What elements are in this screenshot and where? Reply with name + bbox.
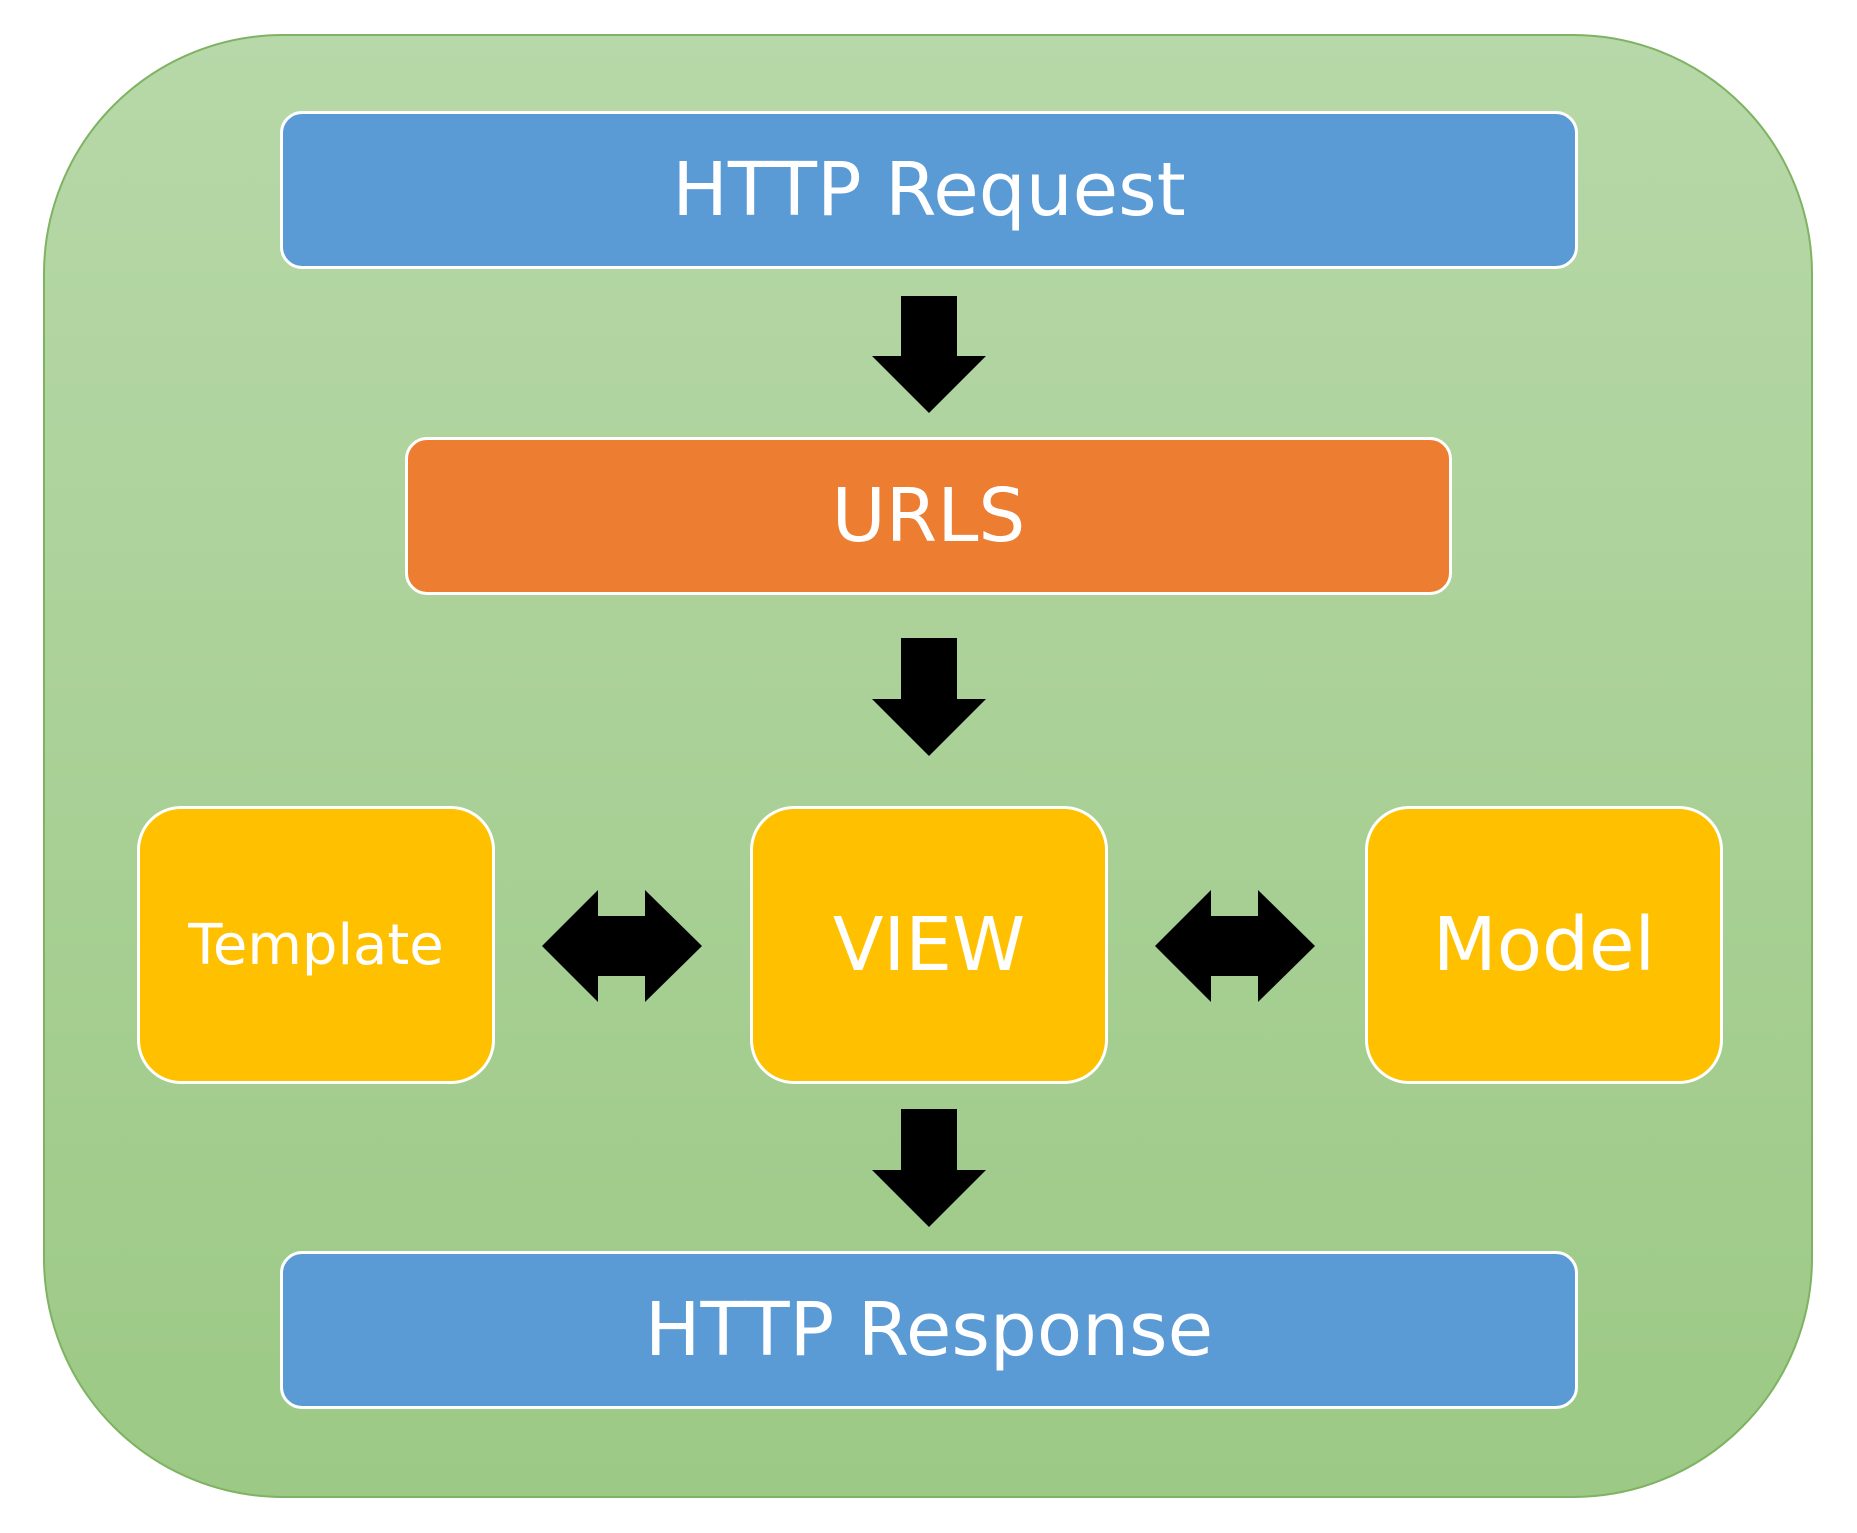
template-box: Template [137,806,495,1084]
template-label: Template [188,912,444,978]
arrow-view-to-response [872,1109,986,1227]
view-label: VIEW [832,902,1026,988]
http-response-box: HTTP Response [280,1251,1578,1409]
http-request-box: HTTP Request [280,111,1578,269]
arrow-template-view-bidirectional [542,890,702,1002]
view-box: VIEW [750,806,1108,1084]
urls-label: URLS [831,473,1026,559]
http-response-label: HTTP Response [644,1287,1214,1373]
arrow-request-to-urls [872,296,986,413]
model-box: Model [1365,806,1723,1084]
urls-box: URLS [405,437,1452,595]
arrow-urls-to-view [872,638,986,756]
arrow-view-model-bidirectional [1155,890,1315,1002]
http-request-label: HTTP Request [672,147,1186,233]
model-label: Model [1432,902,1656,988]
